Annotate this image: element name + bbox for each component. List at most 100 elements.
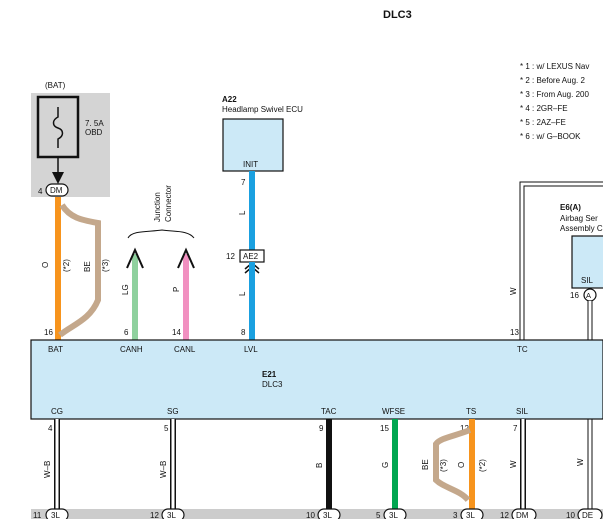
dlc3-pin-tc: 13 <box>510 328 519 337</box>
dlc3-term-cg: CG <box>51 407 63 416</box>
fuse-connector <box>45 183 69 197</box>
airbag-code: E6(A) <box>560 203 581 212</box>
fuse-block: (BAT) 7. 5A OBD 4 DM <box>31 81 110 197</box>
wire-cg-color: W–B <box>43 461 52 478</box>
note-2: * 2 : Before Aug. 2 <box>520 76 585 85</box>
wire-wfse-color: G <box>381 462 390 468</box>
wire-tac-color: B <box>315 463 324 468</box>
dlc3-code: E21 <box>262 370 277 379</box>
gnd-conn-1 <box>45 508 69 519</box>
wire-ts-beige <box>433 427 472 503</box>
dlc3-term-wfse: WFSE <box>382 407 405 416</box>
wire-sg-color: W–B <box>159 461 168 478</box>
notes-list: * 1 : w/ LEXUS Nav * 2 : Before Aug. 2 *… <box>520 62 589 141</box>
note-3: * 3 : From Aug. 200 <box>520 90 589 99</box>
wire-tc-color: W <box>509 287 518 295</box>
fuse-rating: 7. 5A <box>85 119 104 128</box>
wire-bat-beige <box>58 203 101 338</box>
wire-be-color: BE <box>83 261 92 272</box>
dlc3-term-lvl: LVL <box>244 345 258 354</box>
dlc3-term-sg: SG <box>167 407 179 416</box>
page-title: DLC3 <box>383 9 412 21</box>
canl-arrow-icon <box>177 247 195 269</box>
wire-bat-color: O <box>41 262 50 268</box>
gnd-conn-7 <box>577 508 603 519</box>
dlc3-pin-canh: 6 <box>124 328 129 337</box>
wire-ts-be-note: (*3) <box>439 459 448 472</box>
gnd-conn-label-7: DE <box>582 511 593 519</box>
airbag-terminal: SIL <box>581 276 594 285</box>
wire-canh-color: LG <box>121 284 130 295</box>
fuse-background <box>31 93 110 197</box>
wire-tc-core <box>520 182 603 340</box>
gnd-conn-label-3: 3L <box>323 511 332 519</box>
gnd-conn-4 <box>383 508 407 519</box>
gnd-conn-2 <box>161 508 185 519</box>
dlc3-term-tac: TAC <box>321 407 337 416</box>
dlc3-pin-canl: 14 <box>172 328 181 337</box>
note-5: * 5 : 2AZ–FE <box>520 118 566 127</box>
gnd-pin-1: 11 <box>33 511 42 519</box>
dlc3-term-bat: BAT <box>48 345 63 354</box>
headlamp-ecu-terminal: INIT <box>243 160 258 169</box>
headlamp-ecu: A22 Headlamp Swivel ECU INIT 7 L 12 AE2 … <box>222 95 303 340</box>
junction-connector: Junction Connector LG P <box>121 185 195 340</box>
wire-ts-o-color: O <box>457 462 466 468</box>
ground-bar <box>31 509 603 519</box>
dlc3-pin-ts: 12 <box>460 424 469 433</box>
gnd-conn-label-2: 3L <box>167 511 176 519</box>
dlc3-term-canh: CANH <box>120 345 143 354</box>
dlc3-pin-lvl: 8 <box>241 328 246 337</box>
airbag-connector-label: A <box>586 291 591 300</box>
dlc3-box <box>30 339 603 420</box>
canh-arrow-icon <box>126 247 144 269</box>
gnd-pin-5: 3 <box>453 511 458 519</box>
wire-be-note: (*3) <box>101 259 110 272</box>
airbag-box <box>571 235 603 289</box>
headlamp-ecu-name: Headlamp Swivel ECU <box>222 105 303 114</box>
ground-connector-row: 11 3L 12 3L 10 3L 5 3L 3 3L 12 DM 10 DE <box>31 508 603 519</box>
airbag-name-2: Assembly C <box>560 224 603 233</box>
dlc3-pin-cg: 4 <box>48 424 53 433</box>
airbag-name-1: Airbag Ser <box>560 214 598 223</box>
fuse-connector-label: DM <box>50 186 63 195</box>
gnd-pin-3: 10 <box>306 511 315 519</box>
fuse-icon <box>52 107 64 148</box>
dlc3-connector: 16 6 14 8 13 BAT CANH CANL LVL TC E21 DL… <box>30 328 603 433</box>
gnd-conn-label-1: 3L <box>51 511 60 519</box>
wire-bat-note: (*2) <box>62 259 71 272</box>
wire-canl-color: P <box>172 287 181 292</box>
gnd-pin-7: 10 <box>566 511 575 519</box>
gnd-conn-label-6: DM <box>516 511 529 519</box>
dlc3-pin-sil: 7 <box>513 424 518 433</box>
bottom-wires: W–B W–B B G BE (*3) O (*2) W <box>43 419 526 513</box>
junction-brace <box>127 229 195 239</box>
bat-wires: O (*2) BE (*3) <box>41 197 110 340</box>
airbag-pin: 16 <box>570 291 579 300</box>
junction-label-line2: Connector <box>164 185 173 222</box>
dlc3-name: DLC3 <box>262 380 283 389</box>
wire-ts-be-color: BE <box>421 459 430 470</box>
dlc3-pin-sg: 5 <box>164 424 169 433</box>
dlc3-term-canl: CANL <box>174 345 196 354</box>
fuse-bat-label: (BAT) <box>45 81 66 90</box>
dlc3-pin-tac: 9 <box>319 424 324 433</box>
headlamp-ecu-pin: 7 <box>241 178 246 187</box>
note-6: * 6 : w/ G–BOOK <box>520 132 581 141</box>
gnd-pin-2: 12 <box>150 511 159 519</box>
headlamp-ecu-code: A22 <box>222 95 237 104</box>
inline-pin: 12 <box>226 252 235 261</box>
dlc3-pin-bat: 16 <box>44 328 53 337</box>
gnd-conn-label-4: 3L <box>389 511 398 519</box>
dlc3-pin-wfse: 15 <box>380 424 389 433</box>
dlc3-term-sil: SIL <box>516 407 529 416</box>
inline-connector-label: AE2 <box>243 252 259 261</box>
wire-lvl-lower-color: L <box>238 291 247 296</box>
wire-ts-o-note: (*2) <box>478 459 487 472</box>
gnd-conn-5 <box>460 508 484 519</box>
gnd-pin-6: 12 <box>500 511 509 519</box>
note-1: * 1 : w/ LEXUS Nav <box>520 62 589 71</box>
wire-sil-color: W <box>509 460 518 468</box>
fuse-pin: 4 <box>38 187 43 196</box>
